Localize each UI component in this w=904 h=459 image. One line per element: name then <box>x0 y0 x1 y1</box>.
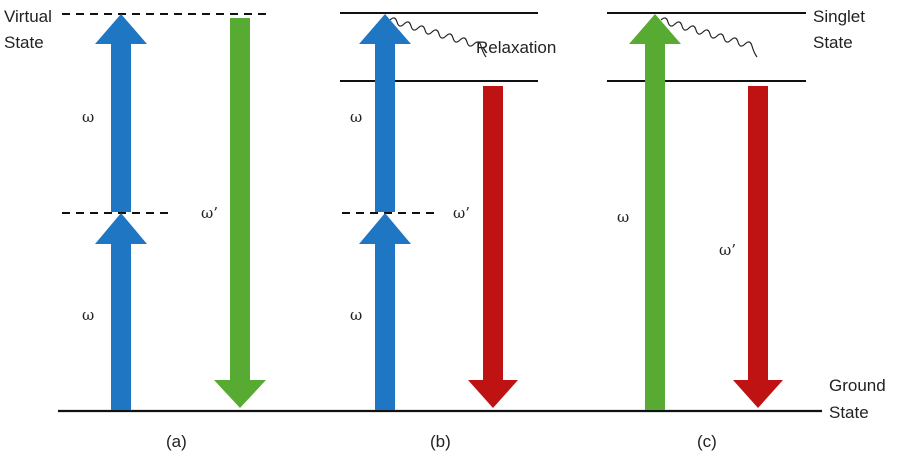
panel-b-omega-prime: ω’ <box>453 204 470 222</box>
panel-a-omega-lower: ω <box>82 306 94 324</box>
panel-b-omega-lower: ω <box>350 306 362 324</box>
panel-b-blue-arrow-upper <box>359 14 411 212</box>
panel-a-omega-upper: ω <box>82 108 94 126</box>
panel-c-green-arrow-up <box>629 14 681 410</box>
virtual-state-label-line2: State <box>4 33 44 52</box>
panel-b-caption: (b) <box>430 432 451 451</box>
panel-c-relaxation-wavy-line <box>660 17 758 58</box>
panel-c-omega-prime: ω’ <box>719 241 736 259</box>
panel-a-omega-prime: ω’ <box>201 204 218 222</box>
virtual-state-label-line1: Virtual <box>4 7 52 26</box>
panel-a-caption: (a) <box>166 432 187 451</box>
panel-c-red-arrow-down <box>733 86 783 408</box>
panel-b-blue-arrow-lower <box>359 213 411 410</box>
panel-a-blue-arrow-lower <box>95 213 147 410</box>
singlet-state-label-line1: Singlet <box>813 7 865 26</box>
panel-b-relaxation-wavy-line <box>389 17 487 58</box>
panel-c-omega: ω <box>617 208 629 226</box>
ground-state-label-line2: State <box>829 403 869 422</box>
panel-b-omega-upper: ω <box>350 108 362 126</box>
ground-state-label-line1: Ground <box>829 376 886 395</box>
relaxation-label: Relaxation <box>476 38 556 57</box>
singlet-state-label-line2: State <box>813 33 853 52</box>
panel-c-caption: (c) <box>697 432 717 451</box>
panel-a-green-arrow-down <box>214 18 266 408</box>
panel-b-red-arrow-down <box>468 86 518 408</box>
panel-a-blue-arrow-upper <box>95 14 147 212</box>
